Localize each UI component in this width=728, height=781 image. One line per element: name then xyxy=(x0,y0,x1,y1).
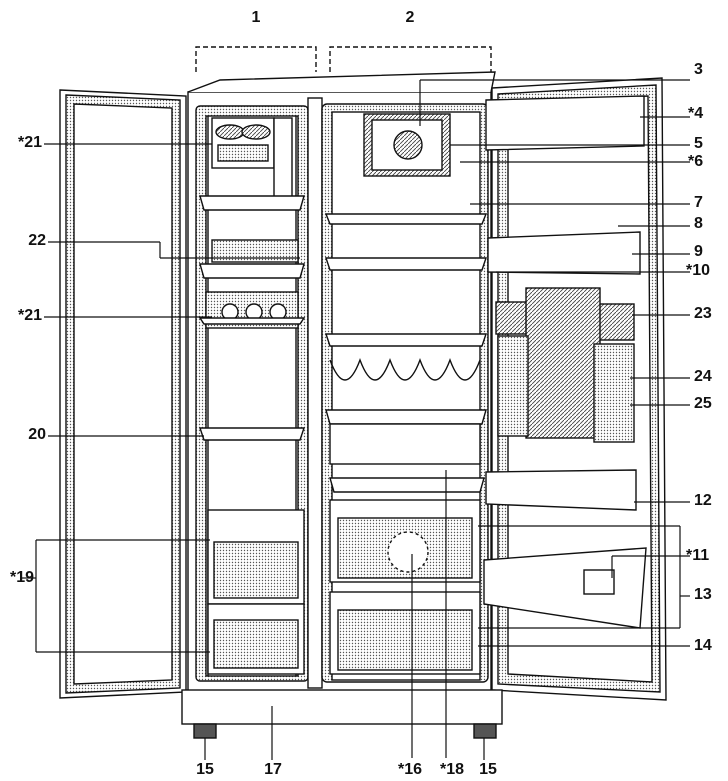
label-17: 17 xyxy=(264,761,282,778)
freezer-door xyxy=(59,89,187,699)
foot-right xyxy=(473,723,497,739)
fridge-compartment xyxy=(321,103,489,683)
foot-left xyxy=(193,723,217,739)
label-13: 13 xyxy=(694,586,712,603)
fridge-door xyxy=(483,77,667,701)
label-24: 24 xyxy=(694,368,712,385)
label-20: 20 xyxy=(28,426,46,443)
label-21b: *21 xyxy=(17,307,42,324)
label-12: 12 xyxy=(694,492,712,509)
label-9: 9 xyxy=(694,243,703,260)
label-1: 1 xyxy=(251,9,261,26)
label-4: *4 xyxy=(688,105,704,122)
label-22: 22 xyxy=(28,232,46,249)
label-15b: 15 xyxy=(479,761,497,778)
label-8: 8 xyxy=(694,215,703,232)
label-16: *16 xyxy=(397,761,423,778)
label-14: 14 xyxy=(694,637,712,654)
label-11: *11 xyxy=(686,547,710,564)
label-21a: *21 xyxy=(17,134,42,151)
label-7: 7 xyxy=(694,194,703,211)
bracket-freezer xyxy=(195,46,317,72)
label-3: 3 xyxy=(694,61,703,78)
label-5: 5 xyxy=(694,135,703,152)
label-18: *18 xyxy=(439,761,465,778)
freezer-compartment xyxy=(195,105,309,682)
label-6: *6 xyxy=(688,153,704,170)
bracket-fridge xyxy=(329,46,492,72)
label-10: *10 xyxy=(686,262,711,279)
label-25: 25 xyxy=(694,395,712,412)
label-2: 2 xyxy=(405,9,415,26)
label-19: *19 xyxy=(9,569,34,586)
label-15a: 15 xyxy=(196,761,214,778)
label-23: 23 xyxy=(694,305,712,322)
base-grille xyxy=(181,689,503,725)
